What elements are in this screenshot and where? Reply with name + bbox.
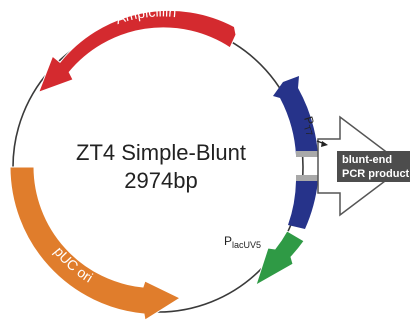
puc-ori-arc bbox=[9, 166, 182, 321]
insert-label-box bbox=[337, 151, 410, 182]
t7-label-sub: T7 bbox=[302, 124, 315, 137]
t7-direction-arrow bbox=[316, 140, 328, 147]
plasmid-size: 2974bp bbox=[124, 168, 197, 193]
t7-promoter-label: PT7 bbox=[299, 115, 320, 138]
insert-site-lower bbox=[296, 175, 320, 181]
plasmid-name: ZT4 Simple-Blunt bbox=[76, 140, 246, 165]
lacuv5-promoter-label: PlacUV5 bbox=[224, 234, 261, 250]
lacuv5-promoter-arc bbox=[255, 230, 305, 287]
t7-label-main: P bbox=[301, 115, 317, 127]
insert-label-line1: blunt-end bbox=[342, 154, 392, 166]
insert-site-upper bbox=[296, 151, 320, 157]
t7-promoter-arc bbox=[273, 76, 318, 155]
ampicillin-arc bbox=[37, 9, 238, 94]
insert-label-line2: PCR product bbox=[342, 168, 410, 180]
lacuv5-label-main: P bbox=[224, 234, 232, 248]
lower-promoter-arc bbox=[288, 181, 318, 229]
lacuv5-label-sub: lacUV5 bbox=[232, 240, 261, 250]
